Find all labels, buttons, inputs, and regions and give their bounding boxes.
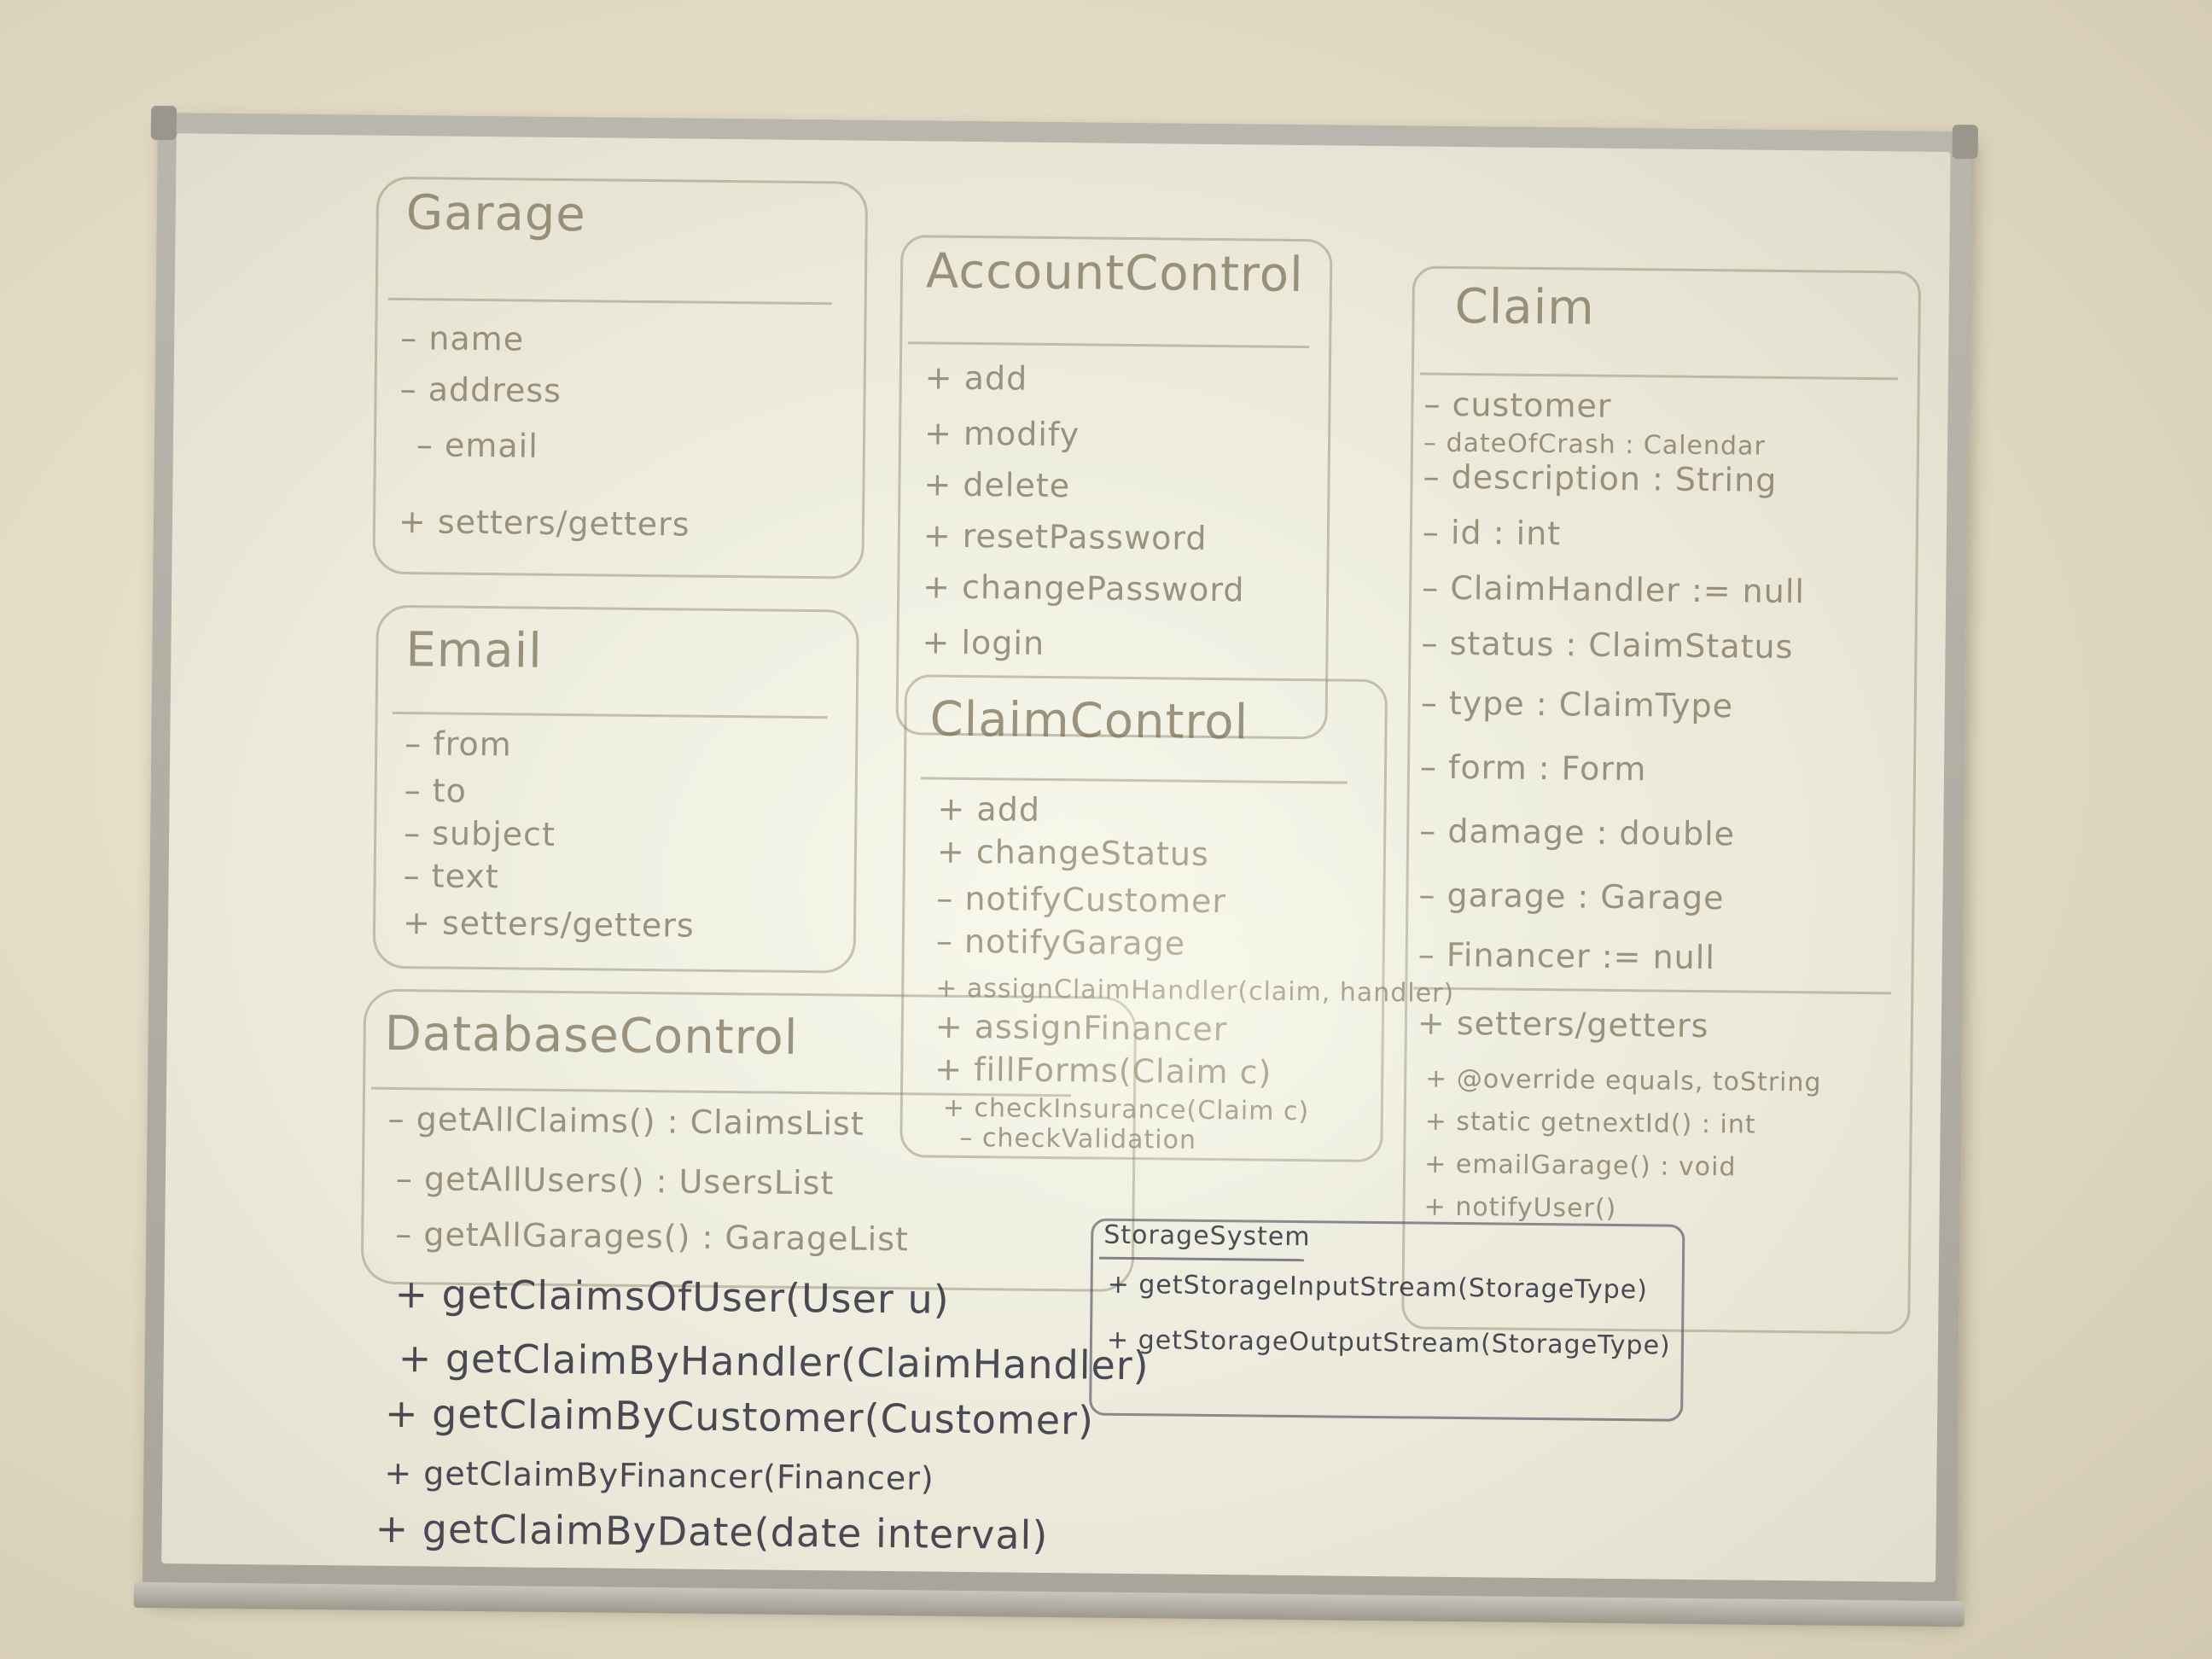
database-control-method: + getClaimsOfUser(User u) (394, 1270, 950, 1323)
garage-field: – email (416, 426, 539, 465)
claim-field: – garage : Garage (1418, 876, 1725, 917)
email-field: – from (405, 725, 513, 764)
claim-method: + emailGarage() : void (1423, 1149, 1737, 1183)
marker-tray (133, 1581, 1965, 1627)
garage-field: – name (400, 318, 525, 358)
claim-field: – dateOfCrash : Calendar (1423, 428, 1766, 462)
claim-method: + @override equals, toString (1425, 1063, 1822, 1098)
database-control-method: + getClaimByFinancer(Financer) (384, 1453, 935, 1498)
account-control-method: + login (922, 623, 1045, 662)
claim-control-class-title: ClaimControl (929, 691, 1249, 751)
claim-control-method: – notifyGarage (935, 922, 1186, 963)
database-control-class-title: DatabaseControl (384, 1005, 799, 1066)
database-control-method: – getAllClaims() : ClaimsList (387, 1099, 864, 1143)
claim-control-method: + add (937, 789, 1041, 829)
claim-field: – type : ClaimType (1420, 684, 1734, 725)
email-field: – subject (403, 814, 556, 853)
claim-field: – description : String (1423, 457, 1778, 499)
account-control-method: + changePassword (923, 568, 1245, 609)
account-control-method: + delete (923, 465, 1071, 505)
whiteboard-frame: Garage – name – address – email + setter… (133, 105, 1978, 1627)
account-control-class-title: AccountControl (925, 243, 1304, 304)
claim-control-method: – notifyCustomer (936, 879, 1227, 921)
claim-method: + static getnextId() : int (1424, 1106, 1756, 1140)
database-control-method: + getClaimByCustomer(Customer) (384, 1389, 1095, 1444)
claim-field: – id : int (1422, 513, 1562, 553)
claim-field: – ClaimHandler := null (1422, 568, 1806, 611)
claim-control-method: + changeStatus (936, 832, 1210, 873)
database-control-method: – getAllGarages() : GarageList (395, 1214, 910, 1259)
account-control-method: + modify (923, 414, 1080, 454)
database-control-method: + getClaimByHandler(ClaimHandler) (398, 1335, 1150, 1389)
storage-system-class-title: StorageSystem (1103, 1220, 1311, 1253)
frame-corner-top-right (1952, 125, 1978, 160)
garage-method: + setters/getters (398, 502, 690, 544)
claim-field: – form : Form (1419, 748, 1647, 789)
whiteboard-surface: Garage – name – address – email + setter… (161, 133, 1951, 1582)
claim-method: + notifyUser() (1423, 1191, 1617, 1224)
claim-field: – damage : double (1419, 812, 1736, 853)
claim-field: – customer (1423, 385, 1612, 425)
storage-system-method: + getStorageOutputStream(StorageType) (1106, 1324, 1671, 1361)
garage-field: – address (399, 370, 562, 410)
email-field: – text (403, 857, 499, 896)
claim-field: – status : ClaimStatus (1421, 624, 1794, 667)
storage-system-method: + getStorageInputStream(StorageType) (1107, 1269, 1649, 1306)
email-field: – to (404, 771, 468, 810)
database-control-method: + getClaimByDate(date interval) (375, 1505, 1049, 1559)
frame-corner-top-left (150, 105, 178, 141)
claim-class-title: Claim (1454, 278, 1596, 336)
email-class-title: Email (405, 622, 544, 679)
database-control-method: – getAllUsers() : UsersList (395, 1159, 835, 1202)
account-control-method: + resetPassword (923, 516, 1208, 557)
email-method: + setters/getters (402, 904, 695, 945)
claim-method: + setters/getters (1417, 1004, 1709, 1045)
garage-class-title: Garage (405, 185, 587, 243)
account-control-method: + add (924, 358, 1028, 398)
claim-field: – Financer := null (1417, 935, 1716, 977)
